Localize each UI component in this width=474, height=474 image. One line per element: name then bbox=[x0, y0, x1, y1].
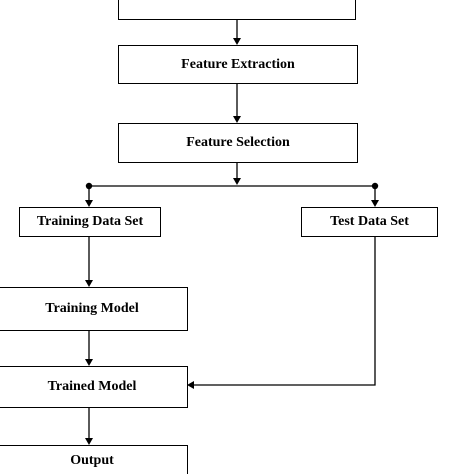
output-label: Output bbox=[70, 453, 114, 468]
feature-selection-box: Feature Selection bbox=[118, 123, 358, 163]
arrowhead-test-data bbox=[371, 200, 379, 207]
test-data-set-box: Test Data Set bbox=[301, 207, 438, 237]
arrowhead-extraction bbox=[233, 38, 241, 45]
arrowhead-training-model bbox=[85, 280, 93, 287]
connector-test-data-to-trained-model bbox=[194, 237, 376, 386]
output-box: Output bbox=[0, 445, 188, 474]
feature-extraction-label: Feature Extraction bbox=[181, 56, 295, 72]
training-model-box: Training Model bbox=[0, 287, 188, 331]
arrowhead-trained-model bbox=[85, 359, 93, 366]
arrowhead-selection bbox=[233, 116, 241, 123]
training-model-label: Training Model bbox=[45, 301, 139, 316]
trained-model-box: Trained Model bbox=[0, 366, 188, 408]
arrowhead-trained-model-side bbox=[187, 381, 194, 389]
training-data-set-box: Training Data Set bbox=[19, 207, 161, 237]
test-data-set-label: Test Data Set bbox=[330, 214, 409, 229]
trained-model-label: Trained Model bbox=[47, 379, 137, 394]
feature-selection-label: Feature Selection bbox=[186, 135, 290, 150]
training-data-set-label: Training Data Set bbox=[36, 214, 144, 229]
top-process-box bbox=[118, 0, 356, 20]
feature-extraction-box: Feature Extraction bbox=[118, 45, 358, 84]
arrowhead-training-data bbox=[85, 200, 93, 207]
arrowhead-branch bbox=[233, 178, 241, 185]
arrowhead-output bbox=[85, 438, 93, 445]
